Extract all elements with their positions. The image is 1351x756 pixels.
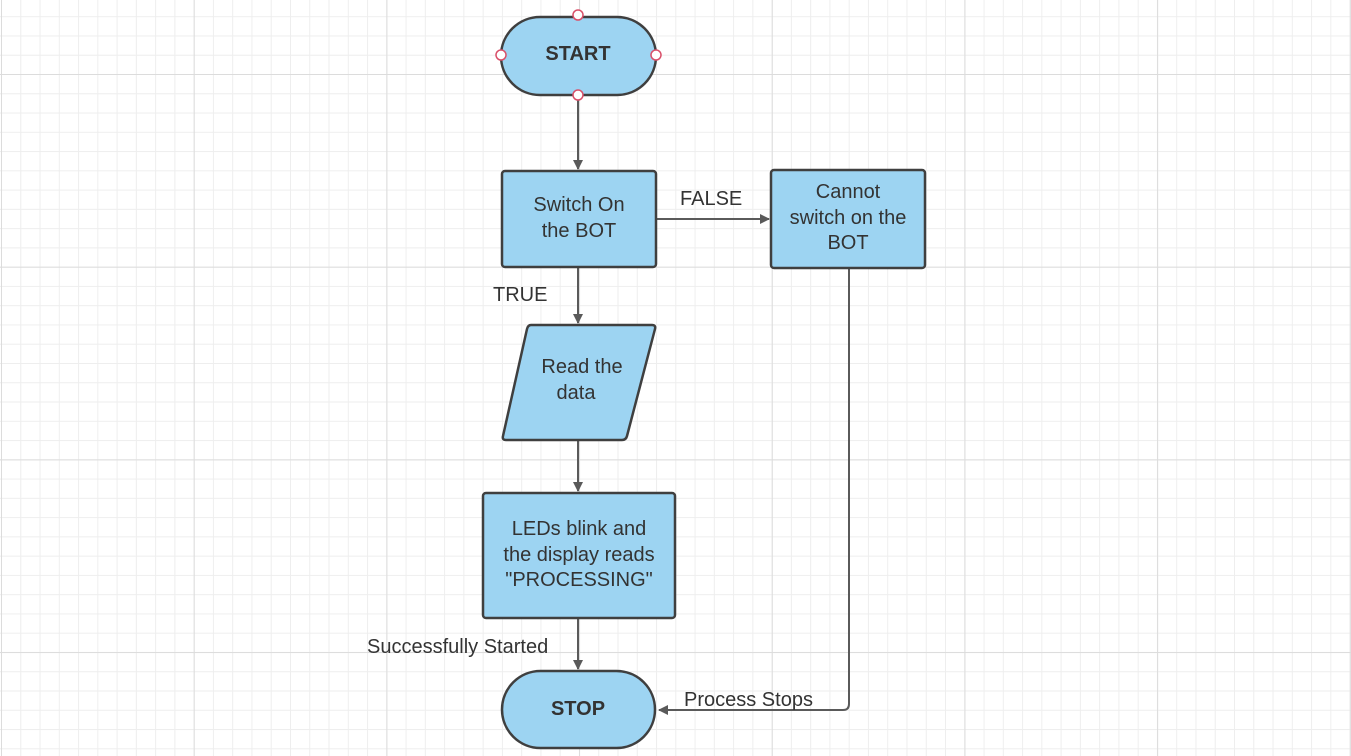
switch-on-process-shape[interactable] — [500, 169, 658, 269]
read-data-io-shape[interactable] — [501, 323, 657, 442]
start-node[interactable]: START — [495, 9, 662, 101]
read-data-node[interactable]: Read the data — [501, 323, 657, 442]
cannot-switch-node[interactable]: Cannot switch on the BOT — [769, 168, 927, 270]
start-label: START — [545, 43, 610, 65]
process-stops-label: Process Stops — [684, 689, 813, 711]
leds-blink-line-3: "PROCESSING" — [505, 569, 653, 591]
connection-handle-left[interactable] — [495, 49, 507, 61]
switch-on-line-2: the BOT — [542, 220, 616, 242]
stop-node[interactable]: STOP — [500, 669, 657, 750]
successfully-started-label: Successfully Started — [367, 636, 548, 658]
connection-handle-bottom[interactable] — [572, 89, 584, 101]
cannot-switch-process-shape[interactable] — [769, 168, 927, 270]
connection-handle-top[interactable] — [572, 9, 584, 21]
edge-cannot-to-stop[interactable] — [658, 269, 850, 715]
cannot-switch-line-1: Cannot — [816, 181, 881, 203]
cannot-switch-line-2: switch on the — [790, 207, 907, 229]
connection-handle-right[interactable] — [650, 49, 662, 61]
leds-blink-node[interactable]: LEDs blink and the display reads "PROCES… — [481, 491, 677, 620]
cannot-switch-line-3: BOT — [827, 232, 868, 254]
edge-labels: FALSE TRUE Successfully Started Process … — [367, 188, 813, 711]
leds-blink-process-shape[interactable] — [481, 491, 677, 620]
true-label: TRUE — [493, 284, 547, 306]
leds-blink-line-2: the display reads — [503, 544, 654, 566]
stop-terminal-shape[interactable] — [500, 669, 657, 750]
switch-on-node[interactable]: Switch On the BOT — [500, 169, 658, 269]
false-label: FALSE — [680, 188, 742, 210]
leds-blink-line-1: LEDs blink and — [512, 518, 647, 540]
edges — [573, 96, 850, 715]
read-data-line-2: data — [557, 382, 597, 404]
switch-on-line-1: Switch On — [533, 194, 624, 216]
stop-label: STOP — [551, 698, 605, 720]
read-data-line-1: Read the — [541, 356, 622, 378]
